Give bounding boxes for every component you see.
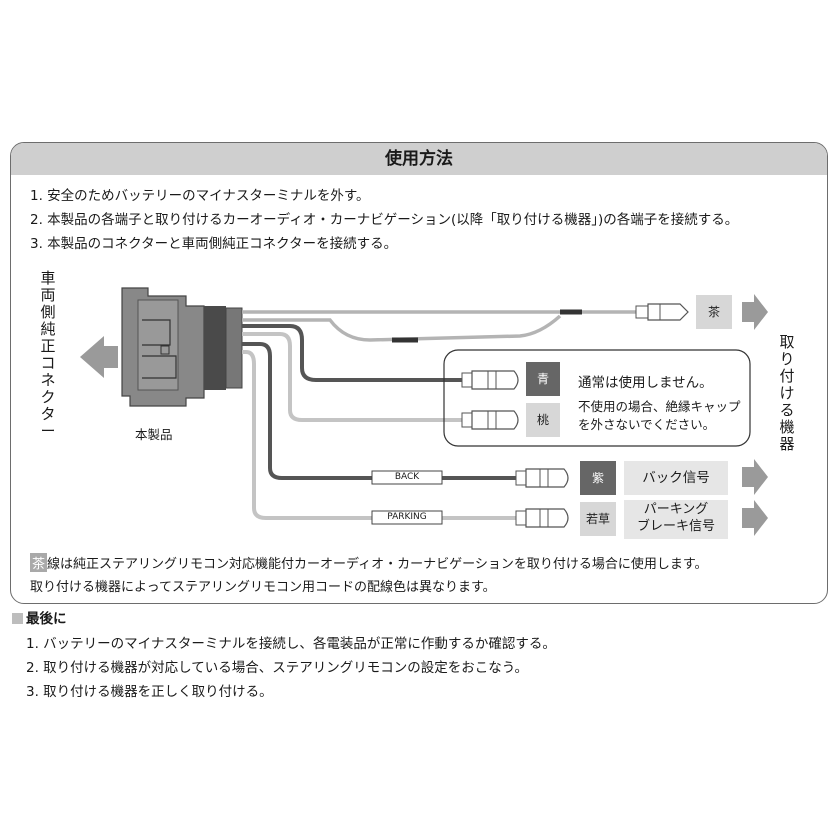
right-arrow-brown-icon xyxy=(742,294,768,330)
terminal-pink xyxy=(461,410,519,430)
wire-purple xyxy=(242,342,516,480)
terminal-green xyxy=(515,508,569,528)
target-device-label: 取り付ける機器 xyxy=(778,334,796,453)
right-arrow-parking-icon xyxy=(742,500,768,536)
step-1: 1. 安全のためバッテリーのマイナスターミナルを外す。 xyxy=(30,188,370,204)
swatch-blue: 青 xyxy=(526,362,560,396)
terminal-purple xyxy=(515,468,569,488)
finally-step-1: 1. バッテリーのマイナスターミナルを接続し、各電装品が正常に作動するか確認する… xyxy=(26,636,556,652)
vertical-char: 機 xyxy=(779,418,795,436)
vertical-char: ネ xyxy=(40,371,56,389)
note-insulation-1: 不使用の場合、絶縁キャップ xyxy=(578,399,741,414)
note-insulation-2: を外さないでください。 xyxy=(578,417,716,432)
vertical-char: タ xyxy=(40,405,56,423)
vertical-char: り xyxy=(779,350,795,368)
swatch-brown: 茶 xyxy=(696,295,732,329)
vertical-char: 両 xyxy=(40,286,56,304)
terminal-blue xyxy=(461,370,519,390)
left-arrow-icon xyxy=(80,336,118,378)
finally-step-3: 3. 取り付ける機器を正しく取り付ける。 xyxy=(26,684,273,700)
step-3: 3. 本製品のコネクターと車両側純正コネクターを接続する。 xyxy=(30,236,398,252)
vertical-char: 取 xyxy=(779,333,795,351)
vehicle-connector-label: 車両側純正コネクター xyxy=(39,270,57,440)
footnote-text1: 線は純正ステアリングリモコン対応機能付カーオーディオ・カーナビゲーションを取り付… xyxy=(47,557,708,572)
parking-signal-line2: ブレーキ信号 xyxy=(636,519,715,534)
tag-back: BACK xyxy=(394,472,420,482)
vertical-char: 器 xyxy=(779,435,795,453)
wire-blue xyxy=(242,324,462,382)
product-label: 本製品 xyxy=(135,427,173,442)
step-2: 2. 本製品の各端子と取り付けるカーオーディオ・カーナビゲーション(以降「取り付… xyxy=(30,212,739,228)
vertical-char: る xyxy=(779,401,795,419)
vertical-char: 付 xyxy=(779,367,795,385)
parking-signal-label: パーキング ブレーキ信号 xyxy=(624,500,728,539)
vertical-char: ー xyxy=(40,422,56,440)
footnote-chip: 茶 xyxy=(30,553,48,572)
finally-title: 最後に xyxy=(12,607,67,627)
product-connector xyxy=(121,287,243,407)
back-signal-label: バック信号 xyxy=(624,461,728,495)
vertical-char: ク xyxy=(40,388,56,406)
vertical-char: 純 xyxy=(40,320,56,338)
vertical-char: 車 xyxy=(40,269,56,287)
terminal-brown xyxy=(635,303,689,321)
panel-title: 使用方法 xyxy=(11,143,827,175)
square-bullet-icon xyxy=(12,613,23,624)
finally-title-text: 最後に xyxy=(26,611,67,627)
vertical-char: 正 xyxy=(40,337,56,355)
footnote-line1: 茶線は純正ステアリングリモコン対応機能付カーオーディオ・カーナビゲーションを取り… xyxy=(30,553,708,572)
swatch-pink: 桃 xyxy=(526,403,560,437)
tag-parking: PARKING xyxy=(387,512,427,522)
swatch-purple: 紫 xyxy=(580,461,616,495)
wire-pink xyxy=(242,332,462,422)
parking-signal-line1: パーキング xyxy=(643,502,709,517)
swatch-green: 若草 xyxy=(580,502,616,536)
vertical-char: コ xyxy=(40,354,56,372)
finally-step-2: 2. 取り付ける機器が対応している場合、ステアリングリモコンの設定をおこなう。 xyxy=(26,660,528,676)
note-unused: 通常は使用しません。 xyxy=(578,375,713,391)
right-arrow-back-icon xyxy=(742,459,768,495)
wire-green xyxy=(242,350,516,520)
vertical-char: け xyxy=(779,384,795,402)
footnote-line2: 取り付ける機器によってステアリングリモコン用コードの配線色は異なります。 xyxy=(30,580,496,595)
vertical-char: 側 xyxy=(40,303,56,321)
